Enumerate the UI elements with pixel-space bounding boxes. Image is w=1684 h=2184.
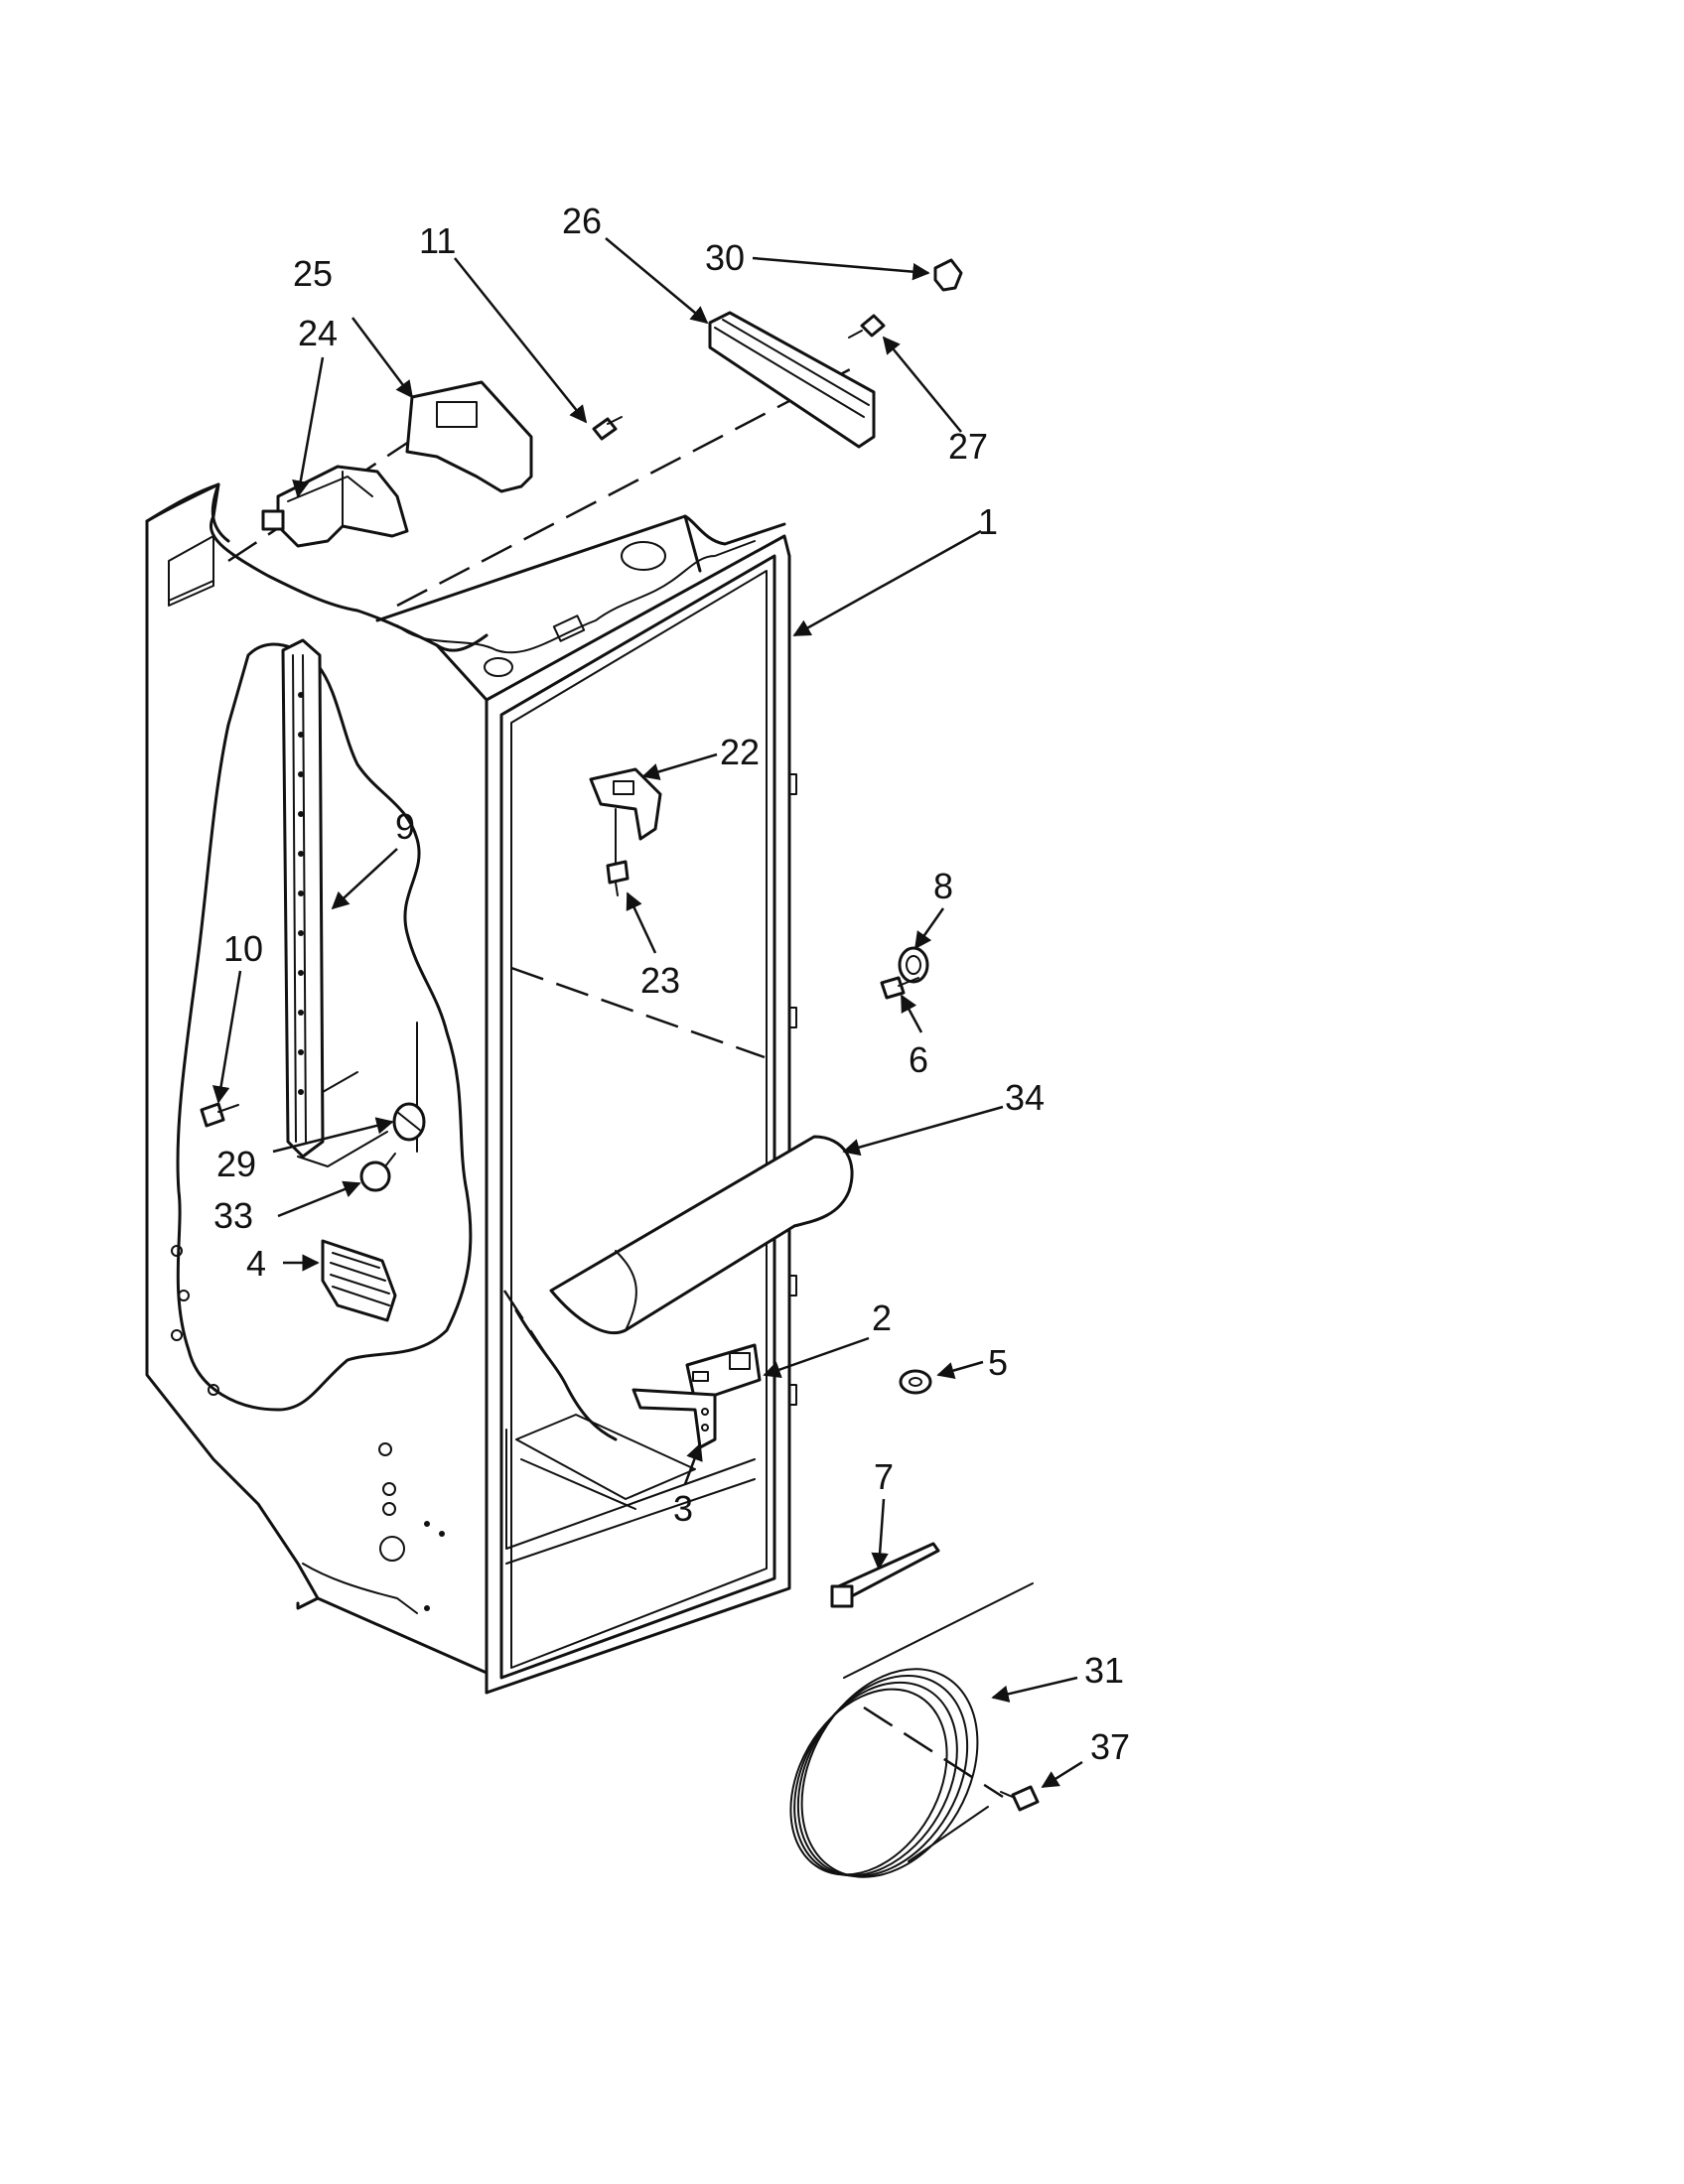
callout-6: 6 [909, 1039, 928, 1080]
cabinet-liner [145, 365, 855, 1695]
bracket-3 [632, 1388, 717, 1449]
callout-3: 3 [673, 1488, 693, 1529]
shelf-rail [281, 638, 418, 1167]
screw-27 [848, 314, 886, 339]
callout-22: 22 [720, 732, 760, 772]
tubing-31 [789, 1582, 1034, 1878]
callout-34: 34 [1005, 1077, 1045, 1118]
callout-5: 5 [988, 1342, 1008, 1383]
callout-25: 25 [293, 253, 333, 294]
callout-10: 10 [223, 928, 263, 969]
callout-2: 2 [872, 1297, 892, 1338]
callout-30: 30 [705, 237, 745, 278]
screw-37 [1000, 1785, 1040, 1812]
callout-11: 11 [419, 220, 456, 261]
callout-37: 37 [1090, 1726, 1130, 1767]
top-bracket [708, 311, 876, 449]
callout-4: 4 [246, 1243, 266, 1284]
callout-labels: 1 2 3 4 5 6 7 8 9 10 11 22 23 24 25 26 2… [213, 201, 1130, 1767]
bracket-2 [685, 1343, 762, 1404]
nut-5 [899, 1369, 932, 1395]
callout-1: 1 [978, 501, 998, 542]
callout-29: 29 [216, 1144, 256, 1184]
control-housing [261, 380, 533, 548]
callout-33: 33 [213, 1195, 253, 1236]
callout-8: 8 [933, 866, 953, 906]
callout-27: 27 [948, 426, 988, 467]
cover-34 [549, 1135, 854, 1335]
callout-26: 26 [562, 201, 602, 241]
callout-31: 31 [1084, 1650, 1124, 1691]
callout-23: 23 [640, 960, 680, 1001]
screw-11 [592, 416, 623, 441]
bumper-8 [898, 946, 929, 984]
callout-9: 9 [395, 806, 415, 847]
cable-tie-7 [830, 1542, 940, 1608]
grille-4 [321, 1239, 397, 1322]
lamp-socket-29 [392, 1102, 426, 1142]
screw-10 [200, 1102, 239, 1128]
screw-23 [606, 860, 630, 896]
bracket-22 [589, 767, 662, 870]
leader-lines [211, 237, 1083, 1789]
callout-7: 7 [874, 1456, 894, 1497]
light-bulb-33 [359, 1153, 396, 1192]
screw-6 [880, 976, 919, 1000]
callout-24: 24 [298, 313, 338, 353]
clip-30 [933, 258, 963, 292]
